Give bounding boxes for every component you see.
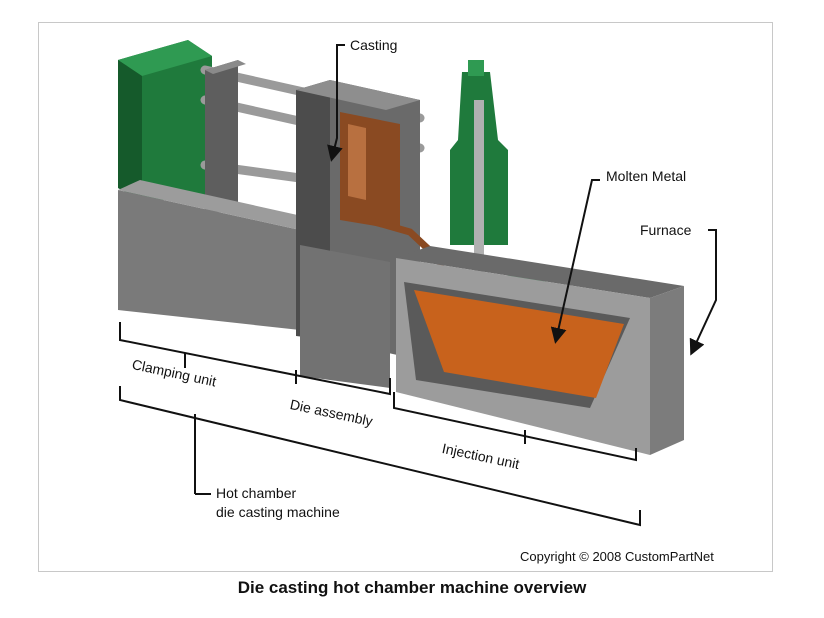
copyright-notice: Copyright © 2008 CustomPartNet	[520, 549, 714, 564]
label-casting: Casting	[350, 37, 398, 53]
furnace	[396, 246, 684, 455]
bottom-brackets	[119, 322, 641, 527]
hydraulic-housing	[118, 40, 212, 200]
clamping-base	[118, 180, 320, 330]
label-molten-metal: Molten Metal	[606, 168, 687, 184]
callout-leaders	[195, 44, 717, 495]
rear-platen	[205, 60, 246, 214]
label-machine-line2: die casting machine	[216, 504, 340, 520]
label-machine-line1: Hot chamber	[216, 485, 297, 501]
label-furnace: Furnace	[640, 222, 692, 238]
figure-caption: Die casting hot chamber machine overview	[237, 578, 587, 597]
